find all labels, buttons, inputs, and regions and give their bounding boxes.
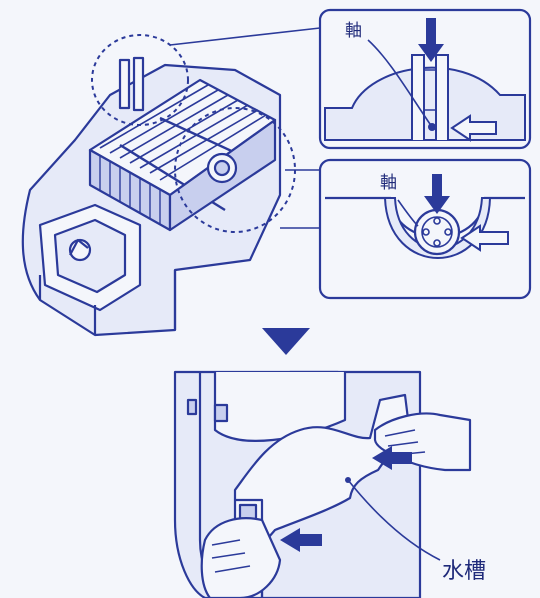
axis-label-top: 軸 xyxy=(345,21,362,41)
left-arrow-icon xyxy=(460,224,509,252)
push-arrow-upper-icon xyxy=(372,446,412,470)
water-tank-leader-line xyxy=(347,479,441,561)
down-arrow-icon xyxy=(424,174,450,214)
axis-detail-panel-top: 軸 xyxy=(318,8,532,150)
water-tank-label: 水槽 xyxy=(442,559,486,584)
axis-detail-panel-bottom: 軸 xyxy=(318,158,532,300)
insert-tank-illustration xyxy=(173,370,472,598)
push-arrow-lower-icon xyxy=(280,528,322,552)
leader-lines xyxy=(169,27,321,229)
step-down-arrow-icon xyxy=(262,328,310,355)
left-arrow-icon xyxy=(450,114,497,142)
water-tank-leader-dot xyxy=(345,477,351,483)
tank-unit-illustration xyxy=(21,56,282,337)
down-arrow-icon xyxy=(418,18,444,62)
axis-label-bottom: 軸 xyxy=(380,173,397,193)
